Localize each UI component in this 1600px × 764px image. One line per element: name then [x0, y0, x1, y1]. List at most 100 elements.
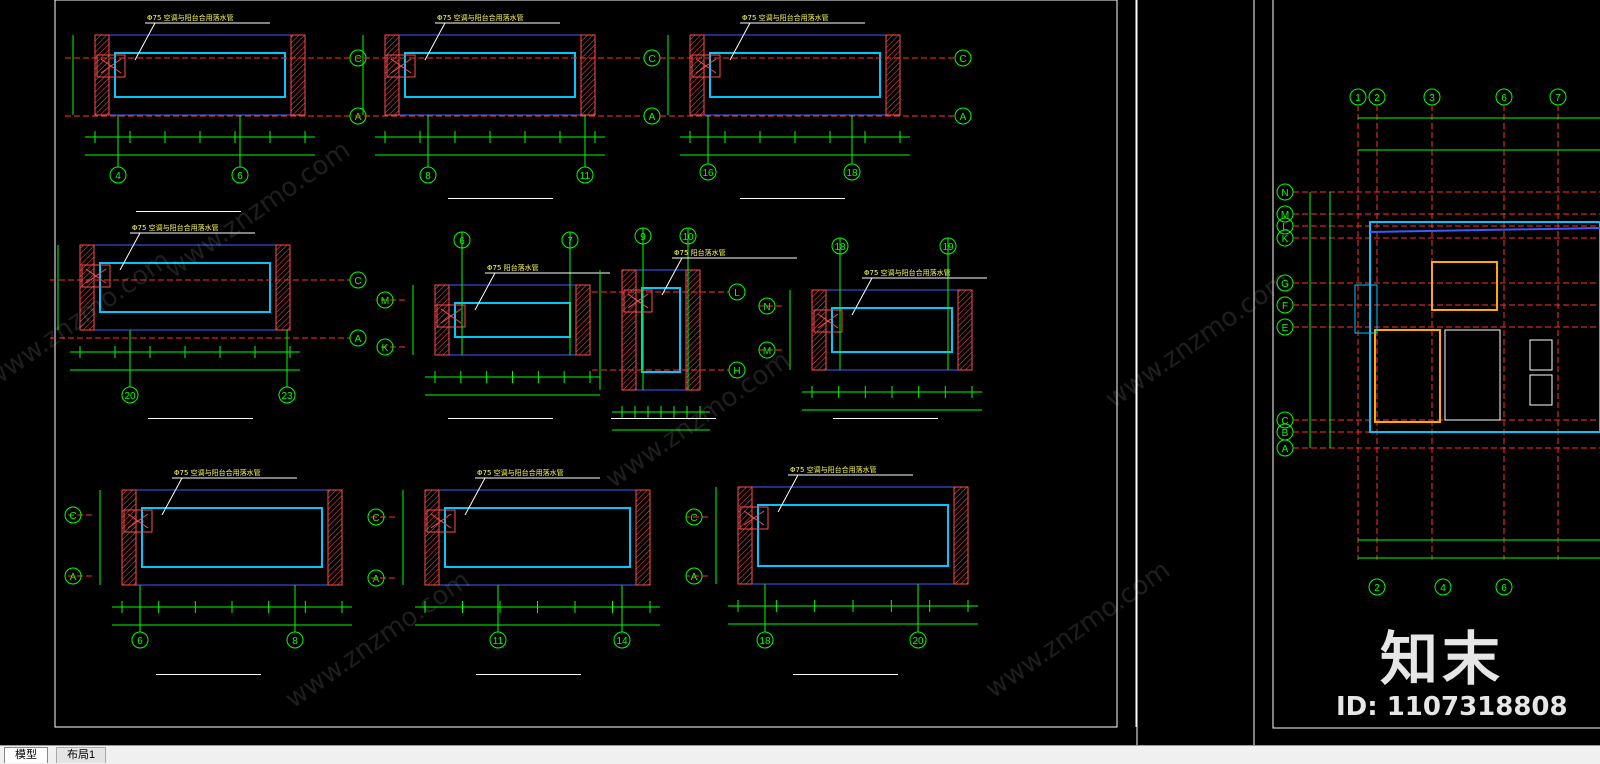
plan-furniture-2 [1529, 374, 1553, 406]
detail-7-row-N-label: N [763, 302, 770, 313]
detail-2-axis-8-label: 8 [425, 171, 431, 182]
detail-6-note: Φ75 阳台落水管 [674, 248, 726, 257]
plan-top-axis-6-label: 6 [1501, 93, 1507, 104]
detail-2-ac-box [386, 54, 416, 78]
detail-8-caption-underline [156, 674, 261, 675]
detail-5-note-leader [474, 272, 496, 311]
detail-1-ac-box [96, 54, 126, 78]
sheet-frame-2 [1136, 0, 1255, 745]
detail-4-caption-underline [148, 418, 253, 419]
detail-6-row-H-label: H [733, 366, 740, 377]
plan-bottom-axis-4-circle [1434, 578, 1452, 596]
plan-bottom-axis-2-circle [1368, 578, 1386, 596]
detail-8-wall-right [327, 489, 343, 586]
plan-room-1 [1374, 329, 1441, 423]
plan-bottom-axis-2-label: 2 [1374, 583, 1380, 594]
plan-left-axis-A-label: A [1282, 444, 1289, 455]
detail-4-note-leader [119, 232, 141, 271]
detail-5-row-K-circle [376, 338, 394, 356]
detail-10-axis-20-label: 20 [912, 636, 924, 647]
detail-3-wall-right [885, 34, 901, 116]
plan-left-axis-G-label: G [1281, 279, 1289, 290]
detail-10-row-C-circle [685, 508, 703, 526]
detail-9-row-C-circle [367, 508, 385, 526]
detail-7-caption-underline [833, 418, 938, 419]
detail-8-axis-8-circle [286, 631, 304, 649]
plan-left-axis-L-label: L [1282, 222, 1288, 233]
detail-9-axis-11-label: 11 [493, 636, 504, 647]
detail-7-note-leader [851, 277, 873, 316]
detail-1-railing [114, 52, 286, 98]
detail-2-wall-right [580, 34, 596, 116]
detail-1-row-A-label: A [355, 112, 362, 123]
detail-5-caption-underline [448, 418, 553, 419]
detail-4-row-C-circle [349, 271, 367, 289]
detail-10-row-A-circle [685, 567, 703, 585]
detail-8-row-A-label: A [70, 572, 77, 583]
detail-1-axis-6-circle [231, 166, 249, 184]
sheet-frame-3 [1272, 0, 1600, 729]
detail-6-wall-right [685, 269, 701, 391]
detail-10-row-C-label: C [690, 513, 697, 524]
detail-2-caption-underline [448, 198, 553, 199]
detail-3-ac-box [691, 54, 721, 78]
detail-5-row-K-label: K [382, 343, 389, 354]
detail-10-ac-box [739, 506, 769, 530]
plan-outer-wall [1369, 221, 1600, 433]
detail-9-axis-11-circle [489, 631, 507, 649]
tab-model[interactable]: 模型 [4, 747, 48, 763]
detail-8-axis-6-label: 6 [137, 636, 143, 647]
detail-8-ac-x2 [127, 513, 149, 529]
detail-4-axis-20-label: 20 [124, 391, 136, 402]
detail-3-row-A-label: A [960, 112, 967, 123]
detail-3-row-A-circle [954, 107, 972, 125]
detail-10-axis-18-label: 18 [759, 636, 771, 647]
detail-3-note: Φ75 空调与阳台合用落水管 [742, 13, 829, 22]
detail-5-axis-6-circle [453, 231, 471, 249]
detail-6-axis-10-label: 10 [682, 232, 694, 243]
detail-1-axis-4-circle [109, 166, 127, 184]
detail-10-railing [757, 504, 949, 567]
detail-10-wall-right [953, 486, 969, 585]
detail-5-row-M-label: M [381, 296, 389, 307]
detail-10-row-A-label: A [691, 572, 698, 583]
detail-6-axis-9-label: 9 [640, 232, 646, 243]
detail-7-ac-box [813, 309, 843, 333]
detail-4-row-C-label: C [354, 276, 361, 287]
detail-4-axis-20-circle [121, 386, 139, 404]
plan-top-axis-3-label: 3 [1429, 93, 1435, 104]
detail-8-axis-6-circle [131, 631, 149, 649]
detail-10-note-leader [777, 474, 799, 513]
plan-room-kitchen [1431, 261, 1498, 311]
plan-top-axis-2-label: 2 [1374, 93, 1380, 104]
detail-3-row-C-circle [954, 49, 972, 67]
detail-7-wall-right [957, 289, 973, 371]
plan-top-axis-7-label: 7 [1555, 93, 1561, 104]
plan-furniture-1 [1529, 339, 1553, 371]
detail-4-row-A-label: A [355, 334, 362, 345]
watermark-brand: 知末 [1380, 625, 1505, 693]
detail-2-row-C-label: C [648, 54, 655, 65]
plan-left-axis-M-label: M [1281, 210, 1289, 221]
detail-5-note: Φ75 阳台落水管 [487, 263, 539, 272]
tab-layout1[interactable]: 布局1 [56, 747, 107, 763]
detail-7-axis-18-circle [831, 237, 849, 255]
detail-7-row-M-label: M [763, 346, 771, 357]
detail-10-outline [737, 486, 969, 585]
detail-2-railing [404, 52, 576, 98]
detail-7-ac-x2 [817, 313, 839, 329]
detail-5-wall-right [575, 284, 591, 356]
layout-tab-bar: 模型 布局1 [0, 745, 1600, 764]
detail-10-wall-left [737, 486, 753, 585]
plan-top-axis-1-label: 1 [1355, 93, 1361, 104]
detail-10-axis-18-circle [756, 631, 774, 649]
detail-8-axis-8-label: 8 [292, 636, 298, 647]
detail-8-note-leader [161, 477, 183, 516]
detail-10-axis-20-circle [909, 631, 927, 649]
detail-8-ac-box [123, 509, 153, 533]
plan-left-axis-N-label: N [1281, 188, 1288, 199]
detail-4-note: Φ75 空调与阳台合用落水管 [132, 223, 219, 232]
detail-3-axis-16-label: 16 [702, 168, 714, 179]
detail-3-outline [689, 34, 901, 116]
